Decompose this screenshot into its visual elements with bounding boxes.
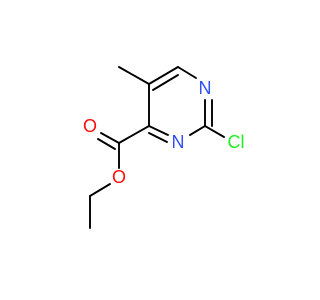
bonds	[89, 66, 225, 229]
atom-label-n3: N	[172, 132, 185, 152]
ethyl-2-chloro-5-methylpyrimidine-4-carboxylate-structure: N N O O Cl	[83, 66, 245, 229]
bond-carbonyl-o-double-b	[97, 138, 116, 150]
atom-label-cl: Cl	[228, 132, 245, 152]
bond-carbonyl-o-double-a	[100, 132, 120, 144]
bond-c5-c6	[148, 66, 179, 85]
bond-c2-n3	[189, 125, 206, 136]
bond-c4-carbonyl	[118, 125, 150, 144]
bond-o-ethyl-ch2	[89, 183, 111, 197]
bond-n3-c4	[148, 125, 169, 136]
atom-label-o-carbonyl: O	[83, 116, 97, 136]
atom-label-n1: N	[199, 78, 212, 98]
atom-labels: N N O O Cl	[83, 78, 245, 187]
bond-c6-n1	[177, 66, 197, 79]
bond-c2-cl	[204, 125, 225, 138]
atom-label-o-ester: O	[112, 167, 126, 187]
bond-n3-c4-double	[148, 132, 168, 143]
bond-methyl-c5	[118, 66, 150, 85]
bond-c5-c6-double	[152, 74, 179, 91]
